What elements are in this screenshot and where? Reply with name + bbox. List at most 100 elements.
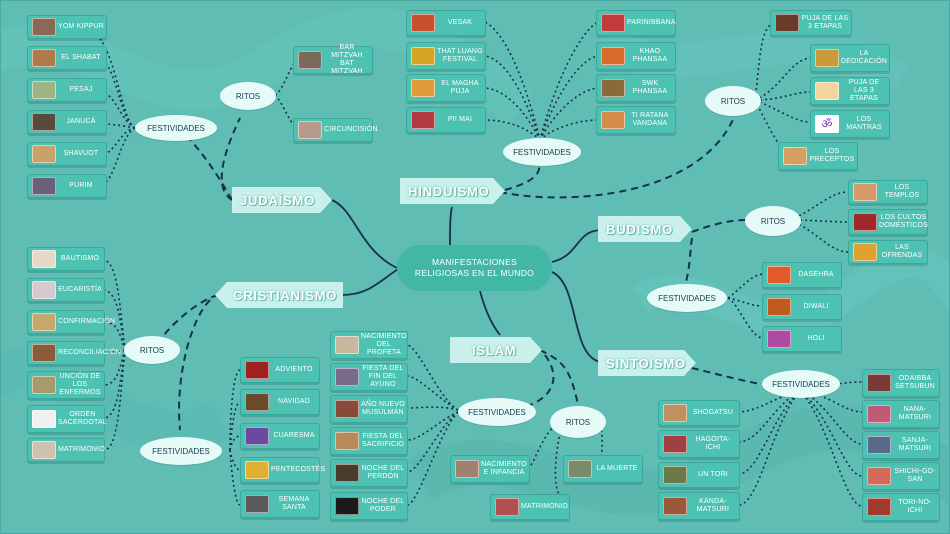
hagoita-image [663,435,687,453]
el-shabat-image [32,49,56,67]
religion-judaismo[interactable]: JUDAÍSMO [232,187,332,213]
card-pii-mai[interactable]: PII MAI [406,107,486,133]
oval-hinduismo-festividades[interactable]: FESTIVIDADES [503,138,581,166]
card-purim[interactable]: PURIM [27,174,107,198]
puja-image [775,14,799,32]
card-vesak[interactable]: VESAK [406,10,486,36]
religion-islam[interactable]: ISLAM [450,337,542,363]
card-bar-mitzvah[interactable]: BAR MITZVAH BAT MITZVAH [293,44,373,75]
card-matrimonio-islam[interactable]: MATRIMONIO [490,494,570,520]
card-odaibba-setsubun[interactable]: ODAIBBA SETSUBUN [862,369,940,397]
card-label: PARINIBBANA [627,19,676,26]
card-diwali[interactable]: DIWALI [762,294,842,320]
religion-hinduismo[interactable]: HINDUISMO [400,178,505,204]
card-nacimiento-infancia[interactable]: NACIMIENTO E INFANCIA [450,455,530,483]
card-dasehra[interactable]: DASEHRA [762,262,842,288]
card-yom-kippur[interactable]: YOM KIPPUR [27,15,107,39]
card-navidad[interactable]: NAVIDAD [240,389,320,415]
card-orden-sacerdotal[interactable]: ORDEN SACERDOTAL [27,405,107,433]
card-label: NOCHE DEL PODER [361,498,405,513]
card-label: VESAK [447,19,473,26]
khao-phansaa-image [601,47,625,65]
kanda-image [663,497,687,515]
central-topic[interactable]: MANIFESTACIONES RELIGIOSAS EN EL MUNDO [397,245,552,291]
om-icon: ॐ [815,115,839,133]
card-matrimonio-cristiano[interactable]: MATRIMONIO [27,438,105,462]
card-las-ofrendas[interactable]: LAS OFRENDAS [848,240,928,264]
card-label: PUJA DE LAS 3 ETAPAS [848,79,880,102]
card-tori-no-ichi[interactable]: TORI-NO-ICHI [862,493,940,521]
shichi-image [867,467,891,485]
card-shichi-go-san[interactable]: SHICHI-GO-SAN [862,462,940,490]
card-bautismo[interactable]: BAUTISMO [27,247,105,271]
card-shavuot[interactable]: SHAVUOT [27,142,107,166]
card-reconciliacion[interactable]: RECONCILIACIÓN [27,341,121,365]
religion-cristianismo[interactable]: CRISTIANISMO [215,282,343,308]
card-los-cultos[interactable]: LOS CULTOS DOMÉSTICOS [848,209,928,235]
card-fin-ayuno[interactable]: FIESTA DEL FIN DEL AYUNO [330,363,408,391]
card-la-dedicacion[interactable]: LA DEDICACIÓN [810,44,890,72]
oval-islam-festividades[interactable]: FESTIVIDADES [458,398,536,426]
card-pentecostes[interactable]: PENTECOSTÉS [240,457,325,483]
uncion-image [32,376,56,394]
card-swk-phansaa[interactable]: SWK PHANSAA [596,74,676,102]
oval-label: RITOS [760,216,786,226]
card-noche-perdon[interactable]: NOCHE DEL PERDÓN [330,459,408,487]
card-los-preceptos[interactable]: LOS PRECEPTOS [778,142,858,170]
oval-judaismo-festividades[interactable]: FESTIVIDADES [135,115,217,141]
card-label: TORI-NO-ICHI [898,499,932,514]
card-hagoita-ichi[interactable]: HAGOITA-ICHI [658,430,740,458]
oval-sintoismo-festividades[interactable]: FESTIVIDADES [762,370,840,398]
card-nacimiento-profeta[interactable]: NACIMIENTO DEL PROFETA [330,331,408,359]
oval-judaismo-ritos[interactable]: RITOS [220,82,276,110]
card-kanda-matsuri[interactable]: KANDA-MATSURI [658,492,740,520]
card-parinibbana[interactable]: PARINIBBANA [596,10,676,36]
card-semana-santa[interactable]: SEMANA SANTA [240,490,320,518]
bar-mitzvah-image [298,51,322,69]
card-sanja-matsuri[interactable]: SANJA-MATSURI [862,431,940,459]
card-un-tori[interactable]: UN TORI [658,462,740,488]
card-khao-phansaa[interactable]: KHAO PHANSAA [596,42,676,70]
card-puja-3-etapas-top[interactable]: PUJA DE LAS 3 ETAPAS [770,10,852,36]
card-januca[interactable]: JANUCÁ [27,110,107,134]
card-noche-poder[interactable]: NOCHE DEL PODER [330,492,408,520]
card-pesaj[interactable]: PESAJ [27,78,107,102]
oval-islam-ritos[interactable]: RITOS [550,406,606,438]
card-that-luang[interactable]: THAT LUANG FESTIVAL [406,42,486,70]
oval-budismo-festividades[interactable]: FESTIVIDADES [647,284,727,312]
oval-label: FESTIVIDADES [658,293,716,303]
card-shogatsu[interactable]: SHOGATSU [658,400,740,426]
oval-cristianismo-festividades[interactable]: FESTIVIDADES [140,437,222,465]
magha-puja-image [411,79,435,97]
oval-budismo-ritos[interactable]: RITOS [745,206,801,236]
sanja-image [867,436,891,454]
card-label: DIWALI [803,303,829,310]
religion-budismo[interactable]: BUDISMO [598,216,692,242]
religion-sintoismo[interactable]: SINTOISMO [598,350,696,376]
card-nana-matsuri[interactable]: NANA-MATSURI [862,400,940,428]
card-label: HOLI [807,335,825,342]
card-ano-nuevo[interactable]: AÑO NUEVO MUSULMÁN [330,395,408,423]
pii-mai-image [411,111,435,129]
oval-cristianismo-ritos[interactable]: RITOS [124,336,180,364]
card-label: MATRIMONIO [521,503,568,510]
preceptos-image [783,147,807,165]
card-eucaristia[interactable]: EUCARISTÍA [27,278,105,302]
card-circuncision[interactable]: CIRCUNCISIÓN [293,118,378,142]
card-cuaresma[interactable]: CUARESMA [240,423,320,449]
card-la-muerte[interactable]: LA MUERTE [563,455,643,483]
oval-hinduismo-ritos[interactable]: RITOS [705,86,761,116]
card-confirmacion[interactable]: CONFIRMACIÓN [27,310,115,334]
card-holi[interactable]: HOLI [762,326,842,352]
card-adviento[interactable]: ADVIENTO [240,357,320,383]
card-uncion[interactable]: UNCIÓN DE LOS ENFERMOS [27,371,105,399]
card-puja-3-etapas[interactable]: PUJA DE LAS 3 ETAPAS [810,77,890,105]
card-ti-ratana-vandana[interactable]: TI RATANA VANDANA [596,106,676,134]
card-el-magha-puja[interactable]: EL MAGHA PUJA [406,74,486,102]
card-label: SWK PHANSAA [632,80,668,95]
card-los-templos[interactable]: LOS TEMPLOS [848,180,928,204]
card-el-shabat[interactable]: EL SHABAT [27,46,107,70]
card-fiesta-sacrificio[interactable]: FIESTA DEL SACRIFICIO [330,427,408,455]
tori-no-ichi-image [867,498,891,516]
